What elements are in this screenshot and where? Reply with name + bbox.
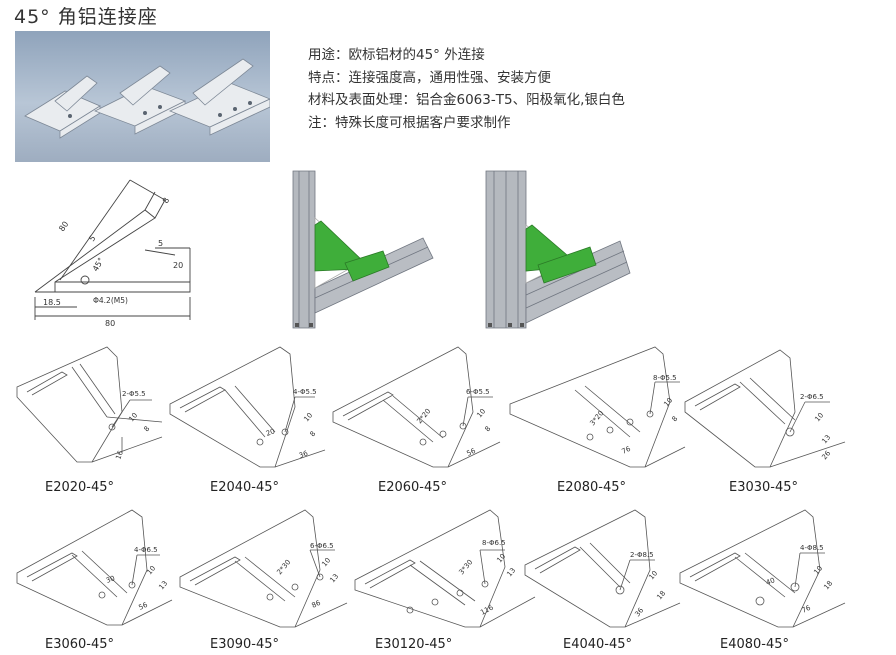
- main-dim-hole: Φ4.2(M5): [93, 296, 128, 305]
- e3030-dim-holes: 2-Φ6.5: [800, 393, 824, 401]
- caption-e30120: E30120-45°: [375, 637, 453, 652]
- main-dim-18-5: 18.5: [43, 298, 61, 307]
- e30120-dim-13: 13: [505, 566, 517, 578]
- page-title: 45° 角铝连接座: [14, 6, 158, 28]
- product-photo: [15, 31, 272, 162]
- main-dim-8: 8: [161, 196, 171, 205]
- e4080-dim-18: 18: [822, 579, 834, 591]
- drawing-e30120: 8-Φ6.5 3*30 10 13 116: [354, 509, 536, 628]
- e3030-dim-26: 26: [820, 449, 832, 461]
- drawing-e2020: 2-Φ5.5 10 8 16: [16, 346, 163, 463]
- e2020-dim-holes: 2-Φ5.5: [122, 390, 146, 398]
- drawing-e3030: 2-Φ6.5 10 13 26: [684, 349, 846, 468]
- drawing-e2060: 6-Φ5.5 2*20 10 8 56: [332, 346, 501, 468]
- e3090-dim-13: 13: [328, 572, 340, 584]
- e4040-dim-10: 10: [647, 569, 659, 581]
- e2080-dim-76: 76: [620, 445, 632, 456]
- caption-e3060: E3060-45°: [45, 637, 115, 652]
- e2020-dim-8: 8: [142, 425, 151, 434]
- e30120-dim-116: 116: [479, 603, 495, 617]
- e3030-dim-10: 10: [813, 411, 825, 423]
- features-line: 特点：连接强度高，通用性强、安装方便: [308, 69, 551, 86]
- e2040-dim-20: 20: [265, 427, 276, 438]
- assembly-illustration-double: [485, 170, 631, 329]
- e2060-dim-8: 8: [483, 425, 492, 434]
- product-description: 用途：欧标铝材的45° 外连接 特点：连接强度高，通用性强、安装方便 材料及表面…: [308, 44, 625, 134]
- e2040-dim-8: 8: [308, 430, 317, 439]
- e3090-dim-86: 86: [310, 599, 322, 610]
- e4080-dim-76: 76: [800, 604, 812, 615]
- e30120-dim-3x30: 3*30: [457, 558, 474, 576]
- e2020-dim-10: 10: [127, 411, 139, 423]
- e3090-dim-10: 10: [320, 556, 332, 568]
- assembly-illustration-single: [292, 170, 434, 329]
- e2060-dim-56: 56: [465, 447, 477, 458]
- e30120-dim-holes: 8-Φ6.5: [482, 539, 506, 547]
- e3030-dim-13: 13: [820, 433, 832, 445]
- usage-line: 用途：欧标铝材的45° 外连接: [308, 47, 485, 63]
- e3090-dim-holes: 6-Φ6.5: [310, 542, 334, 550]
- e2080-dim-8: 8: [670, 415, 679, 424]
- e2080-dim-holes: 8-Φ5.5: [653, 374, 677, 382]
- e3060-dim-56: 56: [137, 601, 149, 612]
- main-dim-20: 20: [173, 261, 183, 270]
- drawing-e4080: 4-Φ8.5 40 10 18 76: [679, 509, 846, 628]
- e3060-dim-holes: 4-Φ6.5: [134, 546, 158, 554]
- material-line: 材料及表面处理：铝合金6063-T5、阳极氧化,银白色: [308, 92, 625, 108]
- e4080-dim-40: 40: [765, 576, 776, 587]
- e2040-dim-holes: 4-Φ5.5: [293, 388, 317, 396]
- main-dim-80-diagonal: 80: [57, 220, 70, 234]
- e3060-dim-13: 13: [157, 579, 169, 591]
- caption-e2040: E2040-45°: [210, 480, 280, 495]
- caption-e3090: E3090-45°: [210, 637, 280, 652]
- caption-e2080: E2080-45°: [557, 480, 627, 495]
- e2080-dim-3x20: 3*20: [588, 409, 605, 427]
- main-dim-80-base: 80: [105, 319, 115, 328]
- e4040-dim-18: 18: [655, 589, 667, 601]
- caption-e3030: E3030-45°: [729, 480, 799, 495]
- drawing-e4040: 2-Φ8.5 10 18 36: [524, 509, 681, 628]
- main-dim-5-a: 5: [87, 234, 97, 243]
- e3060-dim-10: 10: [145, 564, 157, 576]
- product-photo-brackets: [24, 58, 272, 139]
- e2020-dim-16: 16: [114, 449, 125, 461]
- caption-e4040: E4040-45°: [563, 637, 633, 652]
- note-line: 注：特殊长度可根据客户要求制作: [308, 114, 511, 131]
- e2080-dim-10: 10: [662, 396, 674, 408]
- e2060-dim-2x20: 2*20: [415, 407, 432, 425]
- e3060-dim-30: 30: [105, 574, 116, 585]
- drawing-e3090: 6-Φ6.5 2*30 10 13 86: [179, 509, 348, 628]
- e2060-dim-10: 10: [475, 407, 487, 419]
- e4080-dim-holes: 4-Φ8.5: [800, 544, 824, 552]
- drawing-e2080: 8-Φ5.5 3*20 10 8 76: [509, 346, 686, 468]
- e2060-dim-holes: 6-Φ5.5: [466, 388, 490, 396]
- main-dim-45-angle: 45°: [91, 256, 106, 273]
- e4040-dim-holes: 2-Φ8.5: [630, 551, 654, 559]
- e2040-dim-36: 36: [298, 449, 310, 460]
- main-technical-drawing: 80 5 5 20 45° Φ4.2(M5) 18.5 80 8: [34, 179, 191, 328]
- caption-e2020: E2020-45°: [45, 480, 115, 495]
- e4040-dim-36: 36: [633, 606, 645, 618]
- e30120-dim-10: 10: [495, 552, 507, 564]
- e2040-dim-10: 10: [302, 411, 314, 423]
- main-dim-5-b: 5: [158, 239, 163, 248]
- e4080-dim-10: 10: [812, 564, 824, 576]
- caption-e2060: E2060-45°: [378, 480, 448, 495]
- drawing-e3060: 4-Φ6.5 30 10 13 56: [16, 509, 173, 626]
- caption-e4080: E4080-45°: [720, 637, 790, 652]
- drawing-e2040: 4-Φ5.5 10 20 8 36: [169, 346, 326, 468]
- e3090-dim-2x30: 2*30: [275, 558, 292, 576]
